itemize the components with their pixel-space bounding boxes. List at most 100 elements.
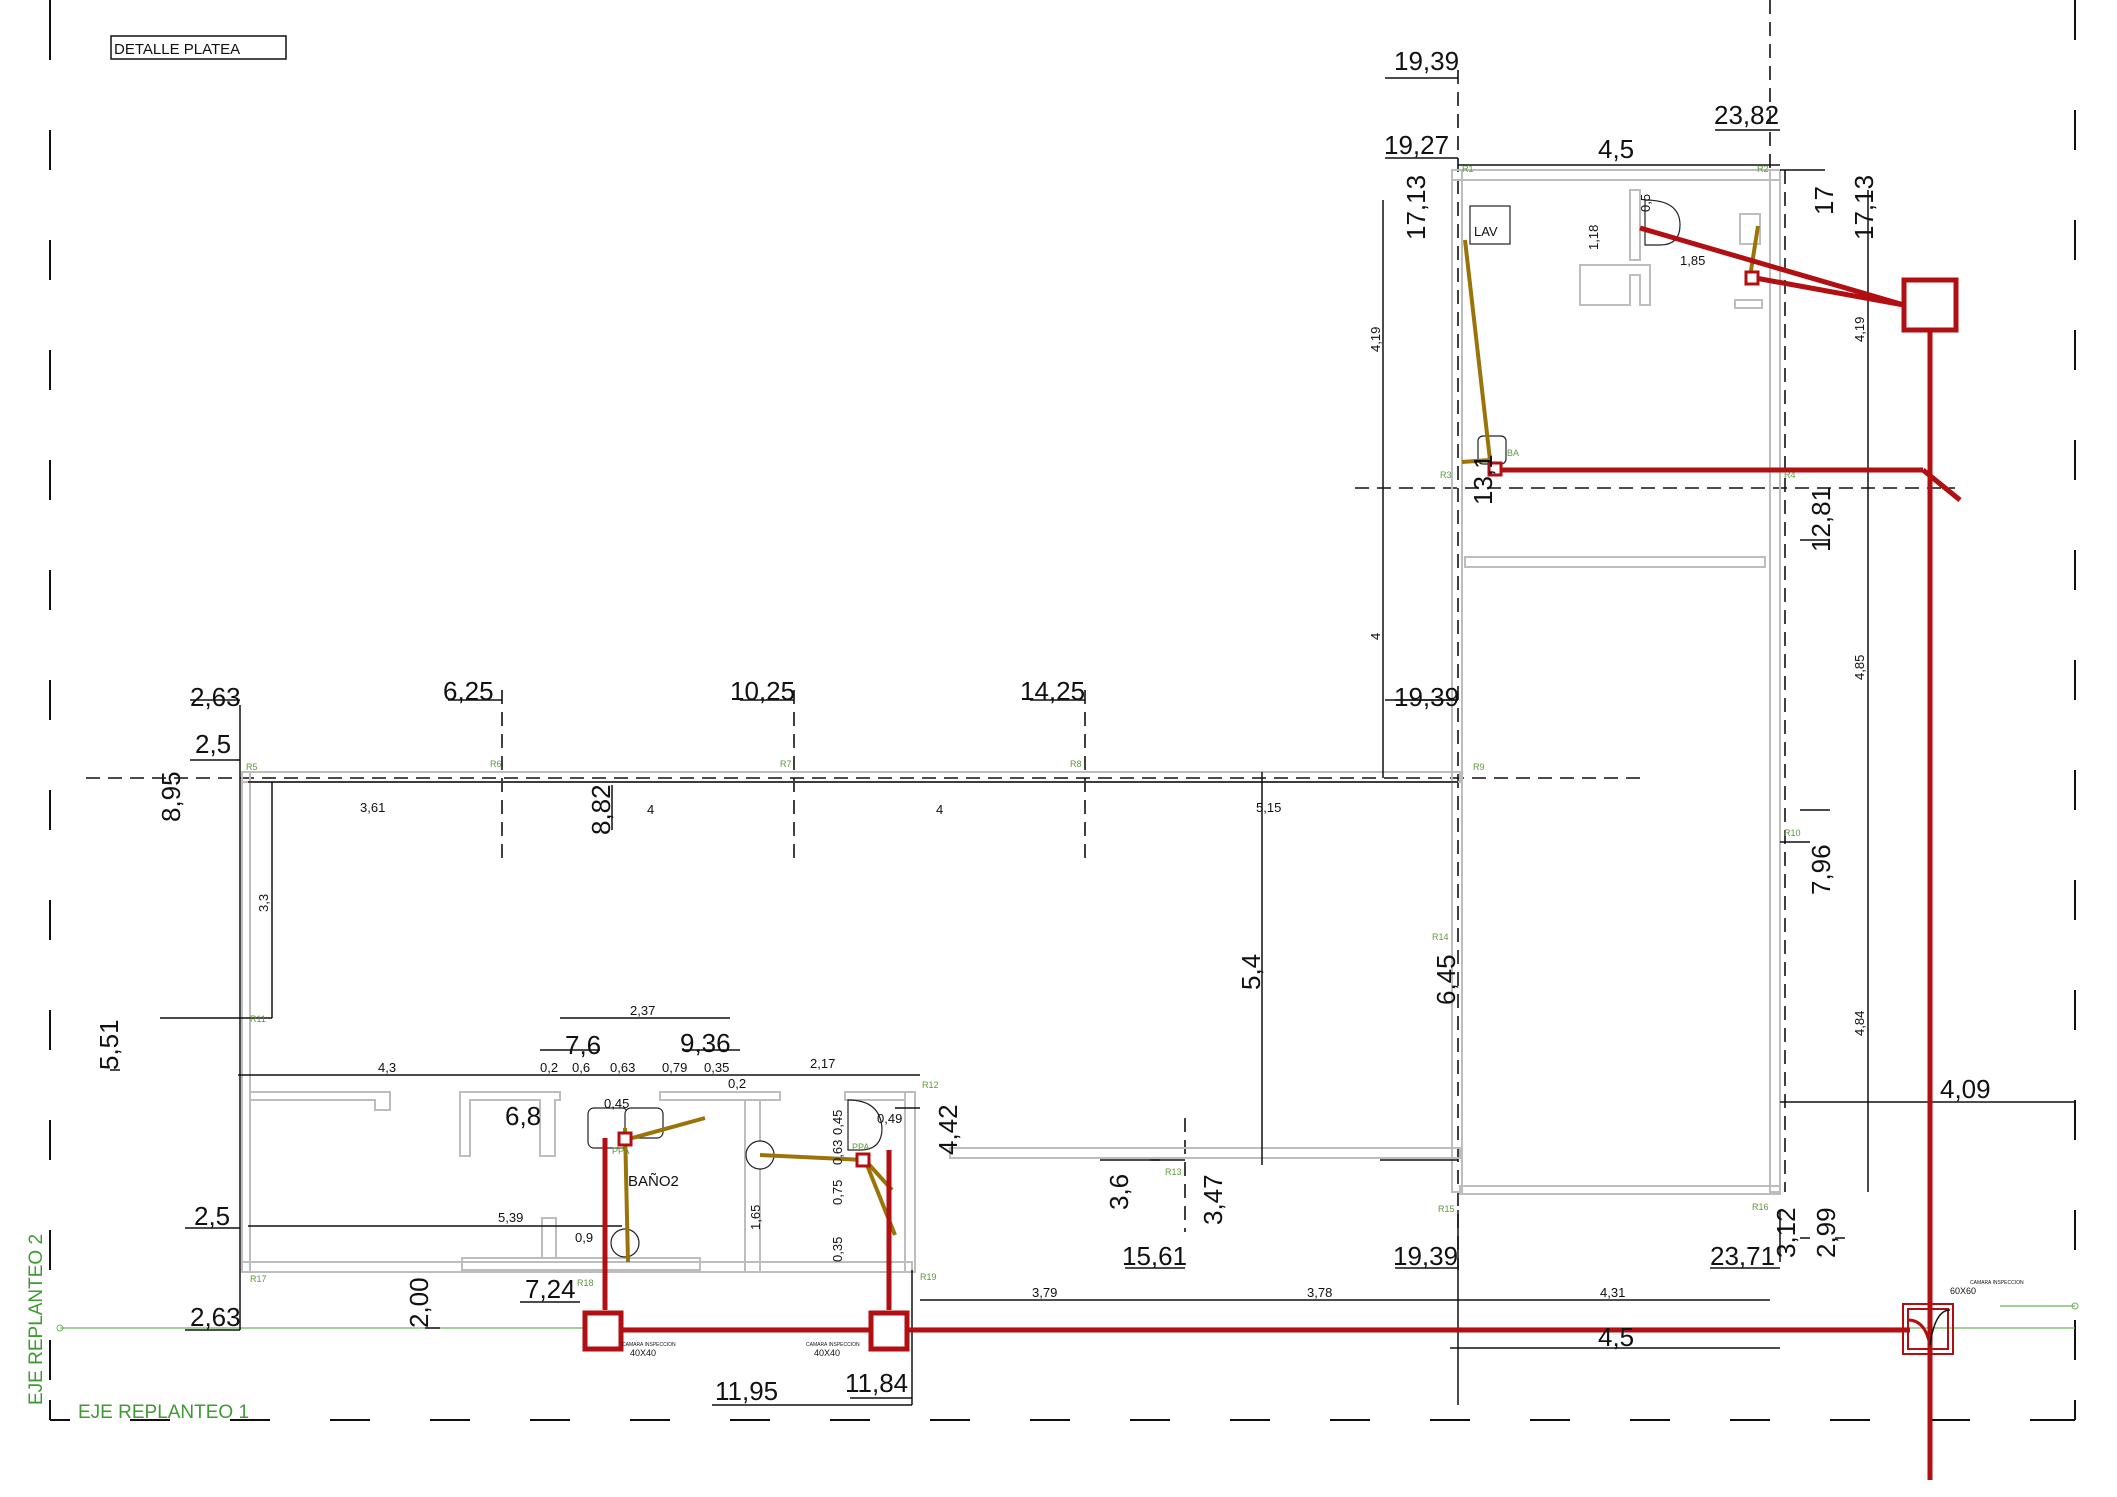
ref-r3: R3 bbox=[1440, 470, 1452, 480]
dim-label: 19,39 bbox=[1393, 1241, 1458, 1271]
chamber-b-label: CAMARA INSPECCION bbox=[806, 1342, 860, 1348]
dim-small: 3,3 bbox=[256, 894, 271, 912]
dim-small: 2,37 bbox=[630, 1003, 655, 1018]
ref-r17: R17 bbox=[250, 1274, 267, 1284]
dim-label: 13,1 bbox=[1468, 454, 1498, 505]
dim-label: 7,24 bbox=[525, 1274, 576, 1304]
dim-label: 11,84 bbox=[845, 1368, 908, 1398]
reference-points: R1 R2 R3 R4 R5 R6 R7 R8 R9 R10 R11 R12 R… bbox=[246, 164, 1801, 1288]
dim-label: 3,47 bbox=[1198, 1174, 1228, 1225]
dim-small: 4 bbox=[1368, 633, 1383, 640]
title-box bbox=[110, 35, 287, 60]
ref-r16: R16 bbox=[1752, 1202, 1769, 1212]
dim-label: 4,5 bbox=[1598, 1322, 1634, 1352]
ref-r9: R9 bbox=[1473, 762, 1485, 772]
walls bbox=[241, 169, 1781, 1273]
dim-label: 12,81 bbox=[1806, 487, 1836, 552]
dim-small: 3,78 bbox=[1307, 1285, 1332, 1300]
dim-small: 0,79 bbox=[662, 1060, 687, 1075]
ref-r10: R10 bbox=[1784, 828, 1801, 838]
dim-small: 2,17 bbox=[810, 1056, 835, 1071]
dim-label: 4,09 bbox=[1940, 1074, 1991, 1104]
dim-label: 19,39 bbox=[1394, 682, 1459, 712]
chamber-c-size: 60X60 bbox=[1950, 1286, 1976, 1296]
dim-small: 1,65 bbox=[748, 1205, 763, 1230]
chamber-b-size: 40X40 bbox=[814, 1348, 840, 1358]
room-label-lav: LAV bbox=[1474, 224, 1498, 239]
ref-r12: R12 bbox=[922, 1080, 939, 1090]
dim-small: 5,15 bbox=[1256, 800, 1281, 815]
axis-label-1: EJE REPLANTEO 1 bbox=[78, 1402, 249, 1423]
chamber-a-size: 40X40 bbox=[630, 1348, 656, 1358]
dim-small: 0,2 bbox=[728, 1076, 746, 1091]
grid-lines bbox=[86, 0, 1955, 1270]
ref-r5: R5 bbox=[246, 762, 258, 772]
dim-label: 8,82 bbox=[586, 784, 616, 835]
dim-label: 23,71 bbox=[1710, 1241, 1775, 1271]
fixtures: LAV BAÑO2 bbox=[587, 199, 1681, 1258]
dim-small: BA bbox=[1507, 448, 1519, 458]
ref-r7: R7 bbox=[780, 759, 792, 769]
dim-label: 4,42 bbox=[933, 1104, 963, 1155]
dim-small: PPA bbox=[852, 1142, 869, 1152]
toilet-bano3 bbox=[847, 1099, 883, 1151]
dim-small: 4 bbox=[647, 802, 654, 817]
dim-small: 1,18 bbox=[1586, 225, 1601, 250]
dim-label: 5,4 bbox=[1236, 954, 1266, 990]
sewer-pipes bbox=[602, 225, 1962, 1480]
dim-small: 4,84 bbox=[1852, 1011, 1867, 1036]
sheet-frame bbox=[49, 0, 2076, 1421]
ref-r8: R8 bbox=[1070, 759, 1082, 769]
dim-label: 3,12 bbox=[1771, 1207, 1801, 1258]
inspection-chambers: CAMARA INSPECCION 40X40 CAMARA INSPECCIO… bbox=[582, 270, 2024, 1358]
dim-label: 23,82 bbox=[1714, 100, 1779, 130]
dim-label: 11,95 bbox=[715, 1376, 778, 1406]
axis-label-2: EJE REPLANTEO 2 bbox=[26, 1234, 47, 1405]
chamber-60x60 bbox=[1902, 1303, 1954, 1355]
dim-label: 2,63 bbox=[190, 1302, 241, 1332]
sink-lav bbox=[1469, 205, 1511, 245]
dim-small: 3,61 bbox=[360, 800, 385, 815]
ref-r11: R11 bbox=[250, 1014, 266, 1024]
dim-label: 9,36 bbox=[680, 1028, 731, 1058]
chamber-40x40-b bbox=[868, 1310, 910, 1352]
setout-axes: EJE REPLANTEO 1 EJE REPLANTEO 2 bbox=[26, 1234, 2079, 1423]
dim-small: 0,35 bbox=[704, 1060, 729, 1075]
dim-label: 15,61 bbox=[1122, 1241, 1187, 1271]
dim-small: 4,19 bbox=[1852, 317, 1867, 342]
dim-label: 5,51 bbox=[94, 1019, 124, 1070]
dim-label: 2,99 bbox=[1811, 1207, 1841, 1258]
dim-small: 0,63 bbox=[610, 1060, 635, 1075]
ref-r19: R19 bbox=[920, 1272, 937, 1282]
ref-r15: R15 bbox=[1438, 1204, 1455, 1214]
dim-small: 0,35 bbox=[830, 1237, 845, 1262]
dim-small: 0,45 bbox=[604, 1096, 629, 1111]
chamber-40x40-a bbox=[582, 1310, 624, 1352]
chamber-c-label: CAMARA INSPECCION bbox=[1970, 1280, 2024, 1286]
dim-label: 2,5 bbox=[195, 729, 231, 759]
shower-drain bbox=[610, 1228, 640, 1258]
dim-label: 19,27 bbox=[1384, 130, 1449, 160]
dim-label: 17,13 bbox=[1401, 175, 1431, 240]
dim-label: 6,25 bbox=[443, 676, 494, 706]
dim-label: 8,95 bbox=[156, 771, 186, 822]
ref-r18: R18 bbox=[577, 1278, 594, 1288]
chamber-a-label: CAMARA INSPECCION bbox=[622, 1342, 676, 1348]
dim-label: 10,25 bbox=[730, 676, 795, 706]
ref-r1: R1 bbox=[1462, 164, 1474, 174]
dim-label: 17,13 bbox=[1849, 175, 1879, 240]
dim-small: 0,45 bbox=[830, 1110, 845, 1135]
dim-small: 0,5 bbox=[1638, 194, 1653, 212]
dim-label: 7,6 bbox=[565, 1030, 601, 1060]
dim-label: 7,96 bbox=[1806, 844, 1836, 895]
dim-small: 4,19 bbox=[1368, 327, 1383, 352]
dim-label: 3,6 bbox=[1104, 1174, 1134, 1210]
dim-small: 0,9 bbox=[575, 1230, 593, 1245]
ref-r13: R13 bbox=[1165, 1167, 1182, 1177]
big-dimension-labels: 19,39 23,82 19,27 4,5 17,13 17 17,13 13,… bbox=[94, 46, 1991, 1406]
dimension-lines bbox=[110, 77, 2075, 1406]
dim-small: 4,3 bbox=[378, 1060, 396, 1075]
dim-label: 2,5 bbox=[194, 1201, 230, 1231]
dim-label: 17 bbox=[1809, 186, 1839, 215]
dim-small: 0,49 bbox=[877, 1111, 902, 1126]
